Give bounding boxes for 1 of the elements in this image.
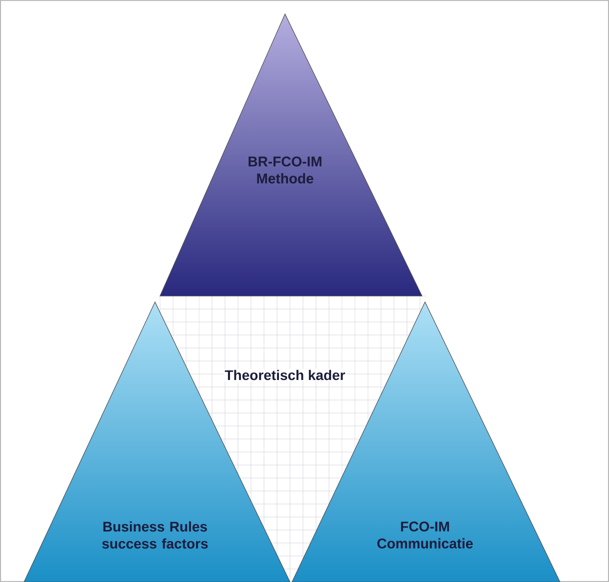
label-text: Theoretisch kader: [224, 368, 346, 382]
